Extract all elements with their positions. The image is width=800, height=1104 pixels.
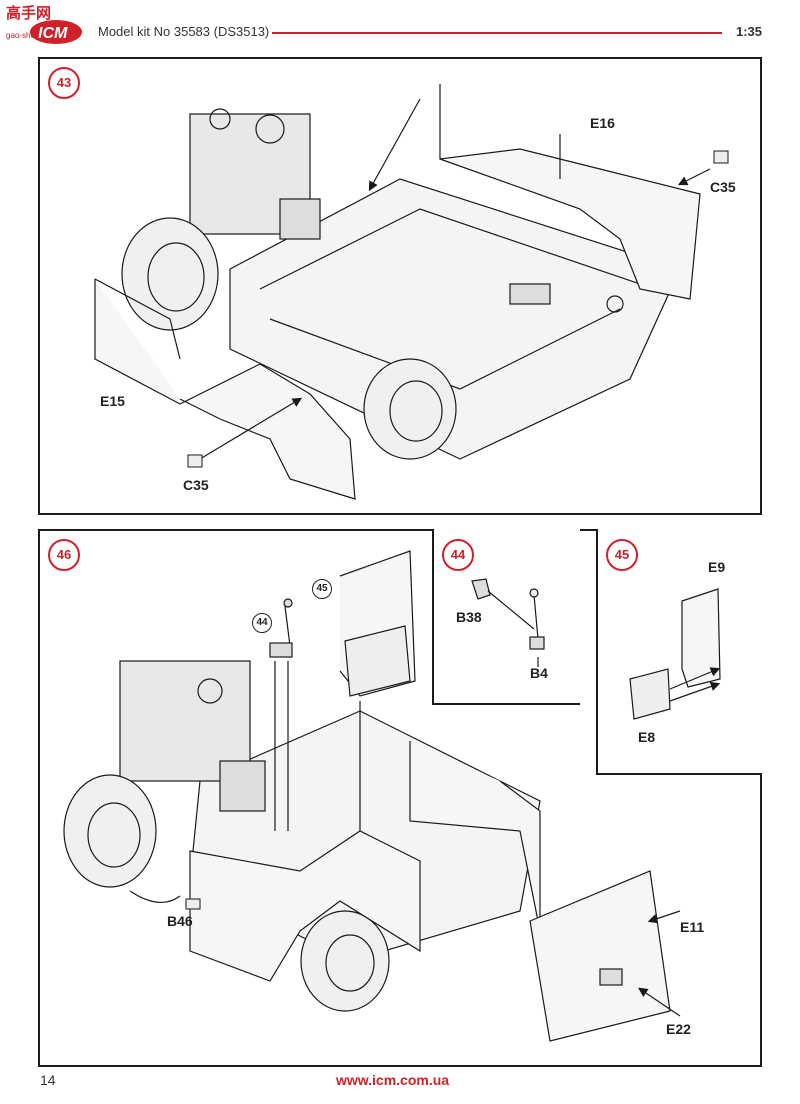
clip-c35-right	[713, 150, 729, 164]
part-label-b46: B46	[167, 913, 193, 929]
footer-url[interactable]: www.icm.com.ua	[336, 1072, 450, 1088]
kit-title: Model kit No 35583 (DS3513)	[98, 24, 270, 39]
step-45-drawing	[629, 588, 721, 720]
part-label-e22: E22	[666, 1021, 691, 1037]
step-43-badge: 43	[48, 67, 80, 99]
step-45-inset-panel: 45 E9 E8	[596, 529, 762, 775]
part-label-e8: E8	[638, 729, 656, 745]
part-label-c35-right: C35	[710, 179, 736, 195]
icm-logo: 高手网 ICM gao-shou	[4, 2, 88, 50]
part-label-b38: B38	[456, 609, 482, 625]
part-label-e11: E11	[680, 919, 705, 935]
part-label-c35-left: C35	[183, 477, 209, 493]
part-label-e16: E16	[590, 115, 615, 131]
step-43-drawing	[94, 84, 729, 500]
sub-ref-45-badge: 45	[312, 579, 332, 599]
svg-text:ICM: ICM	[38, 25, 68, 42]
step-44-drawing	[471, 578, 545, 667]
svg-text:高手网: 高手网	[6, 4, 51, 22]
step-46-badge: 46	[48, 539, 80, 571]
part-b46-shape	[185, 898, 201, 910]
part-label-e9: E9	[708, 559, 726, 575]
page-number: 14	[40, 1072, 56, 1088]
part-label-b4: B4	[530, 665, 548, 681]
kit-scale: 1:35	[736, 24, 763, 39]
clip-c35-left	[187, 454, 203, 468]
step-44-badge: 44	[442, 539, 474, 571]
step-46-drawing	[63, 550, 681, 1042]
step-45-badge: 45	[606, 539, 638, 571]
svg-text:gao-shou: gao-shou	[6, 31, 39, 40]
step-43-panel: 43	[38, 57, 762, 515]
part-label-e15: E15	[100, 393, 125, 409]
sub-ref-44-badge: 44	[252, 613, 272, 633]
step-44-inset-panel: 44 B38 B4	[432, 529, 580, 705]
header-divider	[272, 32, 722, 34]
